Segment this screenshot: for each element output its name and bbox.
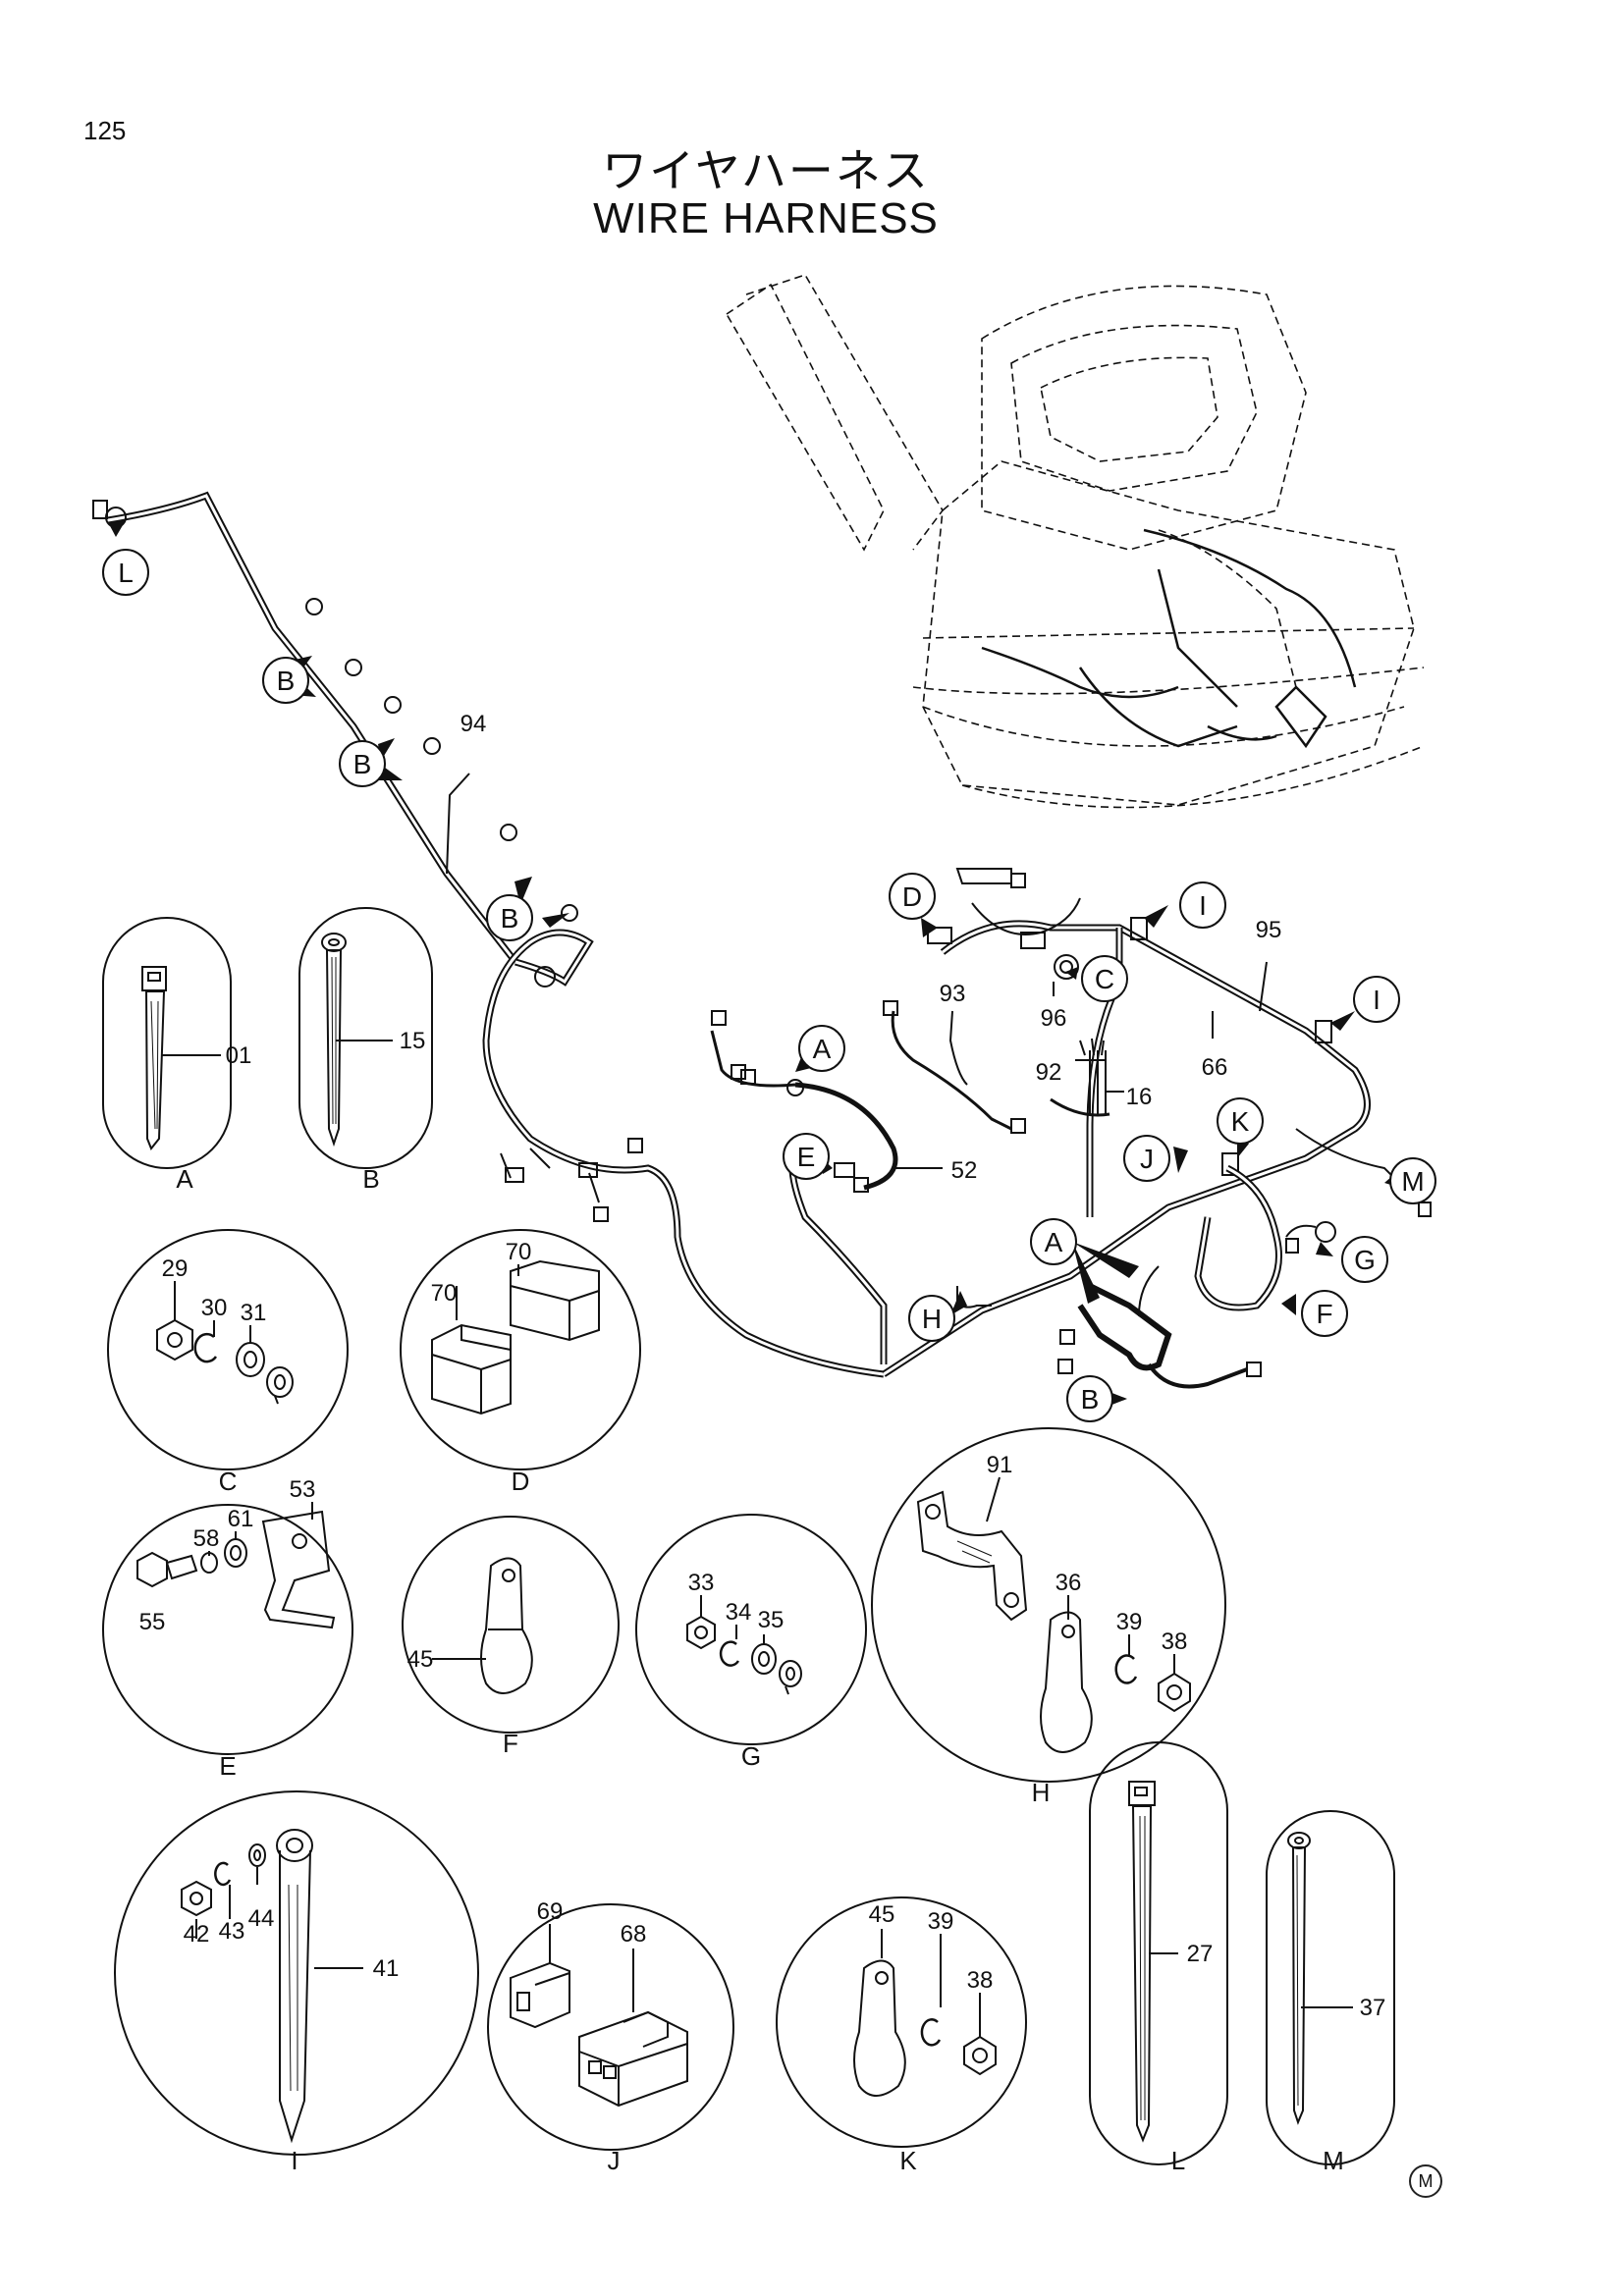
ref-letter-c: C <box>1095 964 1114 994</box>
callout-66: 66 <box>1202 1054 1228 1081</box>
detail-c-outline <box>107 1229 349 1470</box>
detail-i-part-43: 43 <box>219 1918 245 1945</box>
detail-j-outline <box>487 1903 734 2151</box>
maker-mark: M <box>1409 2164 1442 2198</box>
ref-letter-b-2: B <box>353 749 372 779</box>
detail-b-outline <box>298 907 433 1169</box>
detail-k-part-39: 39 <box>928 1908 954 1935</box>
detail-h-part-36: 36 <box>1056 1570 1082 1596</box>
detail-i-part-44: 44 <box>248 1905 275 1932</box>
harness-52 <box>794 1082 898 1191</box>
machine-harness-lines <box>981 528 1357 749</box>
detail-f-label: F <box>503 1729 518 1758</box>
callout-93: 93 <box>940 981 966 1007</box>
detail-c-label: C <box>219 1467 238 1496</box>
ref-letter-d: D <box>902 881 922 912</box>
detail-e-part-55: 55 <box>139 1609 166 1635</box>
detail-g-part-33: 33 <box>688 1570 715 1596</box>
detail-e-label: E <box>219 1751 236 1781</box>
detail-d-outline <box>400 1229 641 1470</box>
detail-g-part-35: 35 <box>758 1607 785 1633</box>
detail-g-outline <box>635 1514 867 1745</box>
detail-c-part-31: 31 <box>241 1300 267 1326</box>
detail-a-part: 01 <box>226 1042 252 1069</box>
detail-l-label: L <box>1171 2146 1185 2175</box>
ref-letter-k: K <box>1231 1106 1250 1137</box>
callout-52: 52 <box>951 1157 978 1184</box>
detail-g-part-34: 34 <box>726 1599 752 1626</box>
detail-k-part-38: 38 <box>967 1967 994 1994</box>
machine-outline <box>725 274 1425 809</box>
detail-i-label: I <box>291 2146 298 2175</box>
callout-94: 94 <box>460 711 487 737</box>
ref-letter-l: L <box>118 558 134 588</box>
detail-d-label: D <box>512 1467 530 1496</box>
detail-b-label: B <box>362 1164 379 1194</box>
detail-h-part-39: 39 <box>1116 1609 1143 1635</box>
ref-letter-b-3: B <box>501 903 519 934</box>
detail-j-part-68: 68 <box>621 1921 647 1948</box>
detail-c-part-29: 29 <box>162 1255 189 1282</box>
ref-letter-a-2: A <box>1045 1227 1063 1257</box>
ref-letter-j: J <box>1140 1144 1154 1174</box>
detail-i-part-41: 41 <box>373 1955 400 1982</box>
ref-letter-e: E <box>797 1142 816 1172</box>
detail-m-outline <box>1266 1810 1395 2165</box>
detail-l-part: 27 <box>1187 1941 1214 1967</box>
detail-g-label: G <box>741 1741 761 1771</box>
ref-letter-i-1: I <box>1199 890 1207 921</box>
detail-e-part-58: 58 <box>193 1525 220 1552</box>
ref-letter-b-4: B <box>1081 1384 1100 1415</box>
page-number: 125 <box>83 116 127 145</box>
detail-j-label: J <box>608 2146 621 2175</box>
detail-j-part-69: 69 <box>537 1898 564 1925</box>
detail-k-outline <box>776 1896 1027 2148</box>
detail-f-outline <box>402 1516 620 1734</box>
detail-m-part: 37 <box>1360 1995 1386 2021</box>
detail-e-part-53: 53 <box>290 1476 316 1503</box>
ref-letter-i-2: I <box>1373 985 1380 1015</box>
detail-h-part-38: 38 <box>1162 1629 1188 1655</box>
detail-k-label: K <box>899 2146 917 2175</box>
detail-h-outline <box>871 1427 1226 1783</box>
ref-letter-f: F <box>1316 1299 1332 1329</box>
detail-h-label: H <box>1032 1778 1051 1807</box>
detail-b-part: 15 <box>400 1028 426 1054</box>
callout-95: 95 <box>1256 917 1282 943</box>
detail-a-outline <box>102 917 232 1169</box>
detail-k-part-45: 45 <box>869 1901 895 1928</box>
detail-m-label: M <box>1323 2146 1344 2175</box>
detail-e-part-61: 61 <box>228 1506 254 1532</box>
title-japanese: ワイヤハーネス <box>602 144 930 197</box>
detail-d-part-70a: 70 <box>431 1280 458 1307</box>
ref-letter-m: M <box>1401 1166 1424 1197</box>
detail-e-outline <box>102 1504 353 1755</box>
callout-92: 92 <box>1036 1059 1062 1086</box>
ref-letter-a-1: A <box>813 1034 832 1064</box>
title-english: WIRE HARNESS <box>593 194 939 242</box>
detail-i-part-42: 42 <box>184 1921 210 1948</box>
detail-c-part-30: 30 <box>201 1295 228 1321</box>
harness-93 <box>891 1010 1012 1131</box>
detail-h-part-91: 91 <box>987 1452 1013 1478</box>
ref-letter-b-1: B <box>277 666 296 696</box>
detail-a-label: A <box>176 1164 193 1194</box>
detail-i-outline <box>114 1790 479 2156</box>
detail-d-part-70b: 70 <box>506 1239 532 1265</box>
ref-letter-g: G <box>1354 1245 1376 1275</box>
callout-96: 96 <box>1041 1005 1067 1032</box>
detail-f-part: 45 <box>407 1646 434 1673</box>
detail-l-outline <box>1089 1741 1228 2165</box>
callout-16: 16 <box>1126 1084 1153 1110</box>
harness-94 <box>92 491 885 1378</box>
ref-letter-h: H <box>922 1304 942 1334</box>
